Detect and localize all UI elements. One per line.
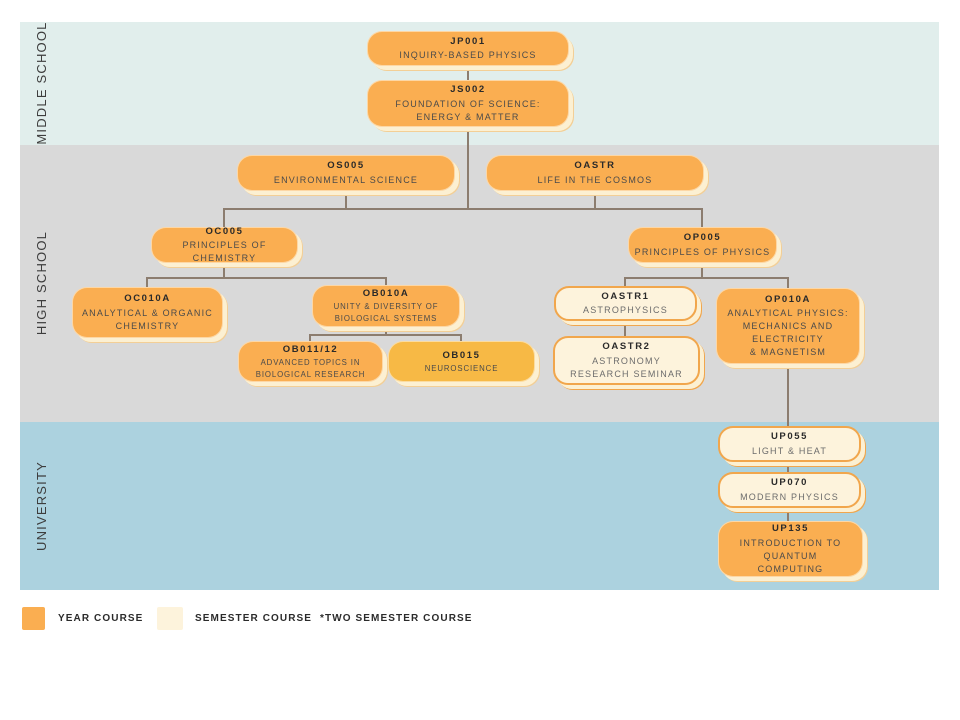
course-code: OP005	[683, 232, 722, 244]
course-title: INQUIRY-BASED PHYSICS	[399, 50, 537, 61]
course-code: OB015	[442, 349, 481, 361]
connector-bus3	[309, 334, 462, 336]
year-course-swatch	[22, 607, 45, 630]
course-node-op010a: OP010A ANALYTICAL PHYSICS: MECHANICS AND…	[716, 288, 860, 364]
course-code: JP001	[450, 35, 486, 47]
connector-bus1-oc005	[223, 209, 225, 227]
course-title: PRINCIPLES OF CHEMISTRY	[182, 240, 267, 264]
connector-jp001-js002	[467, 66, 469, 80]
connector-bus2-ob010a	[385, 278, 387, 285]
connector-js002-bus1	[467, 127, 469, 209]
course-node-up135: UP135 INTRODUCTION TO QUANTUM COMPUTING	[718, 521, 863, 577]
course-code: OASTR2	[602, 341, 651, 353]
connector-bus4-oastr1	[624, 278, 626, 286]
course-code: OB011/12	[282, 343, 339, 355]
course-title: ASTRONOMY RESEARCH SEMINAR	[570, 355, 683, 379]
connector-bus4-op010a	[787, 278, 789, 288]
connector-ob010a-bus3	[385, 327, 387, 335]
connector-os005-bus1	[345, 191, 347, 209]
course-title: ASTROPHYSICS	[583, 305, 668, 316]
connector-op010a-up055	[787, 364, 789, 426]
course-code: OASTR1	[601, 290, 650, 302]
connector-bus3-ob015	[460, 335, 462, 341]
band-label-middle-school: MIDDLE SCHOOL	[33, 21, 49, 145]
course-node-jp001: JP001 INQUIRY-BASED PHYSICS	[367, 31, 569, 66]
connector-bus2-oc010a	[146, 278, 148, 287]
course-node-ob010a: OB010A UNITY & DIVERSITY OF BIOLOGICAL S…	[312, 285, 460, 327]
course-code: OASTR	[574, 160, 616, 172]
course-title: LIGHT & HEAT	[751, 445, 828, 456]
course-code: OB010A	[362, 288, 410, 300]
connector-op005-bus4	[701, 263, 703, 278]
semester-course-label: SEMESTER COURSE	[195, 613, 313, 624]
course-node-oastr1: OASTR1 ASTROPHYSICS	[554, 286, 697, 321]
course-code: UP135	[771, 523, 810, 535]
course-title: ENVIRONMENTAL SCIENCE	[273, 174, 419, 185]
connector-oc005-bus2	[223, 263, 225, 278]
band-label-university: UNIVERSITY	[33, 461, 49, 552]
course-title: ANALYTICAL & ORGANIC CHEMISTRY	[81, 307, 214, 331]
course-node-oastr: OASTR LIFE IN THE COSMOS	[486, 155, 704, 191]
course-node-up070: UP070 MODERN PHYSICS	[718, 472, 861, 508]
course-title: INTRODUCTION TO QUANTUM COMPUTING	[739, 537, 842, 574]
course-title: FOUNDATION OF SCIENCE: ENERGY & MATTER	[395, 98, 541, 122]
band-label-high-school: HIGH SCHOOL	[33, 230, 49, 336]
course-title: ANALYTICAL PHYSICS: MECHANICS AND ELECTR…	[727, 308, 849, 358]
connector-bus3-ob011	[309, 335, 311, 341]
course-code: UP055	[770, 431, 809, 443]
course-title: PRINCIPLES OF PHYSICS	[634, 246, 771, 257]
course-code: UP070	[770, 477, 809, 489]
course-title: ADVANCED TOPICS IN BIOLOGICAL RESEARCH	[255, 357, 366, 379]
connector-up055-up070	[787, 462, 789, 472]
course-code: OC010A	[124, 293, 171, 305]
year-course-label: YEAR COURSE	[58, 613, 144, 624]
course-node-up055: UP055 LIGHT & HEAT	[718, 426, 861, 462]
semester-course-swatch	[157, 607, 183, 630]
course-code: OS005	[327, 160, 365, 172]
course-node-oc010a: OC010A ANALYTICAL & ORGANIC CHEMISTRY	[72, 287, 223, 338]
two-semester-course-note: *TWO SEMESTER COURSE	[320, 613, 473, 624]
connector-bus4	[624, 277, 789, 279]
course-code: OP010A	[764, 293, 812, 305]
course-node-oastr2: OASTR2 ASTRONOMY RESEARCH SEMINAR	[553, 336, 700, 385]
course-title: NEUROSCIENCE	[424, 363, 499, 373]
course-title: UNITY & DIVERSITY OF BIOLOGICAL SYSTEMS	[333, 302, 439, 324]
connector-oastr-bus1	[594, 191, 596, 209]
connector-bus1	[223, 208, 703, 210]
connector-up070-up135	[787, 508, 789, 521]
connector-bus1-op005	[701, 209, 703, 227]
course-node-os005: OS005 ENVIRONMENTAL SCIENCE	[237, 155, 455, 191]
course-node-ob011-12: OB011/12 ADVANCED TOPICS IN BIOLOGICAL R…	[238, 341, 383, 382]
course-code: OC005	[205, 225, 244, 237]
course-title: LIFE IN THE COSMOS	[537, 174, 653, 185]
course-node-oc005: OC005 PRINCIPLES OF CHEMISTRY	[151, 225, 298, 264]
course-node-op005: OP005 PRINCIPLES OF PHYSICS	[628, 227, 777, 263]
course-title: MODERN PHYSICS	[740, 491, 839, 502]
connector-oastr1-oastr2	[624, 321, 626, 336]
course-node-js002: JS002 FOUNDATION OF SCIENCE: ENERGY & MA…	[367, 80, 569, 127]
connector-bus2	[146, 277, 387, 279]
course-code: JS002	[450, 84, 486, 96]
course-node-ob015: OB015 NEUROSCIENCE	[388, 341, 535, 382]
